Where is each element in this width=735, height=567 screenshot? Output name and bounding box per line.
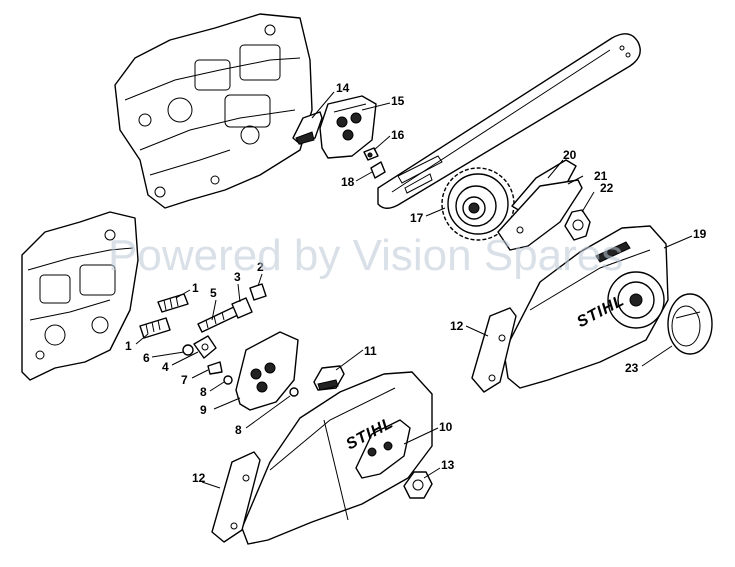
tensioner-cover-21 [497, 179, 583, 251]
catcher-pad-11 [313, 365, 345, 391]
side-plate-lower [235, 331, 299, 411]
wing-nut-22 [564, 209, 591, 241]
nut-13 [403, 471, 433, 499]
callout-17: 17 [410, 211, 424, 225]
tensioner-screw-5 [197, 305, 241, 333]
callout-5: 5 [210, 286, 217, 300]
callout-18: 18 [341, 175, 355, 189]
side-plate-upper [319, 95, 377, 159]
sprocket-cap-23 [667, 293, 713, 355]
callout-8-upper: 8 [200, 385, 207, 399]
callout-1-upper: 1 [192, 281, 199, 295]
tensioner-nut-18 [370, 161, 386, 179]
callout-22: 22 [600, 181, 614, 195]
catcher-strip-left [211, 451, 261, 543]
engine-housing-upper [114, 13, 313, 209]
callout-2: 2 [257, 260, 264, 274]
watermark: Powered by Vision Spares [108, 231, 623, 280]
guide-bar [377, 33, 641, 209]
callout-14: 14 [336, 81, 350, 95]
callout-12-right: 12 [450, 319, 464, 333]
screw-16 [363, 147, 379, 161]
callout-7: 7 [181, 373, 188, 387]
chain-catcher [292, 111, 323, 145]
stud-1-lower [139, 317, 171, 339]
callout-10: 10 [439, 420, 453, 434]
callout-13: 13 [441, 458, 455, 472]
chain-cover-lower [241, 371, 433, 545]
engine-housing-lower [21, 211, 139, 381]
callout-11: 11 [364, 344, 377, 358]
thrust-washer-4 [193, 335, 217, 359]
stud-1-upper [157, 293, 189, 313]
tensioner-slide-3 [231, 297, 253, 319]
leader-lines [135, 91, 693, 489]
callout-16: 16 [391, 128, 405, 142]
callout-3: 3 [234, 270, 241, 284]
callout-8-lower: 8 [235, 423, 242, 437]
callout-19: 19 [693, 227, 707, 241]
callout-labels: 14 15 16 18 20 21 22 17 19 1 2 3 5 1 6 4… [125, 81, 707, 485]
screw-8-lower [289, 387, 299, 397]
callout-21: 21 [594, 169, 608, 183]
callout-23: 23 [625, 361, 639, 375]
pin-2 [249, 283, 267, 301]
callout-20: 20 [563, 148, 577, 162]
sprocket-cover-19 [503, 225, 669, 389]
callout-15: 15 [391, 94, 405, 108]
screw-8-upper [223, 375, 233, 385]
catcher-strip-right [471, 307, 517, 393]
washer-6 [182, 344, 194, 356]
screw-7 [207, 361, 223, 375]
callout-9: 9 [200, 403, 207, 417]
callout-12-left: 12 [192, 471, 206, 485]
callout-1-lower: 1 [125, 339, 132, 353]
callout-4: 4 [162, 360, 169, 374]
callout-6: 6 [143, 351, 150, 365]
